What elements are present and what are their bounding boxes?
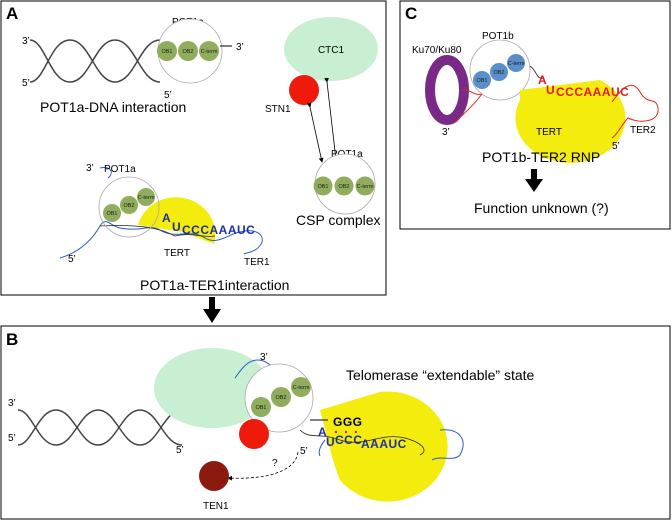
ter1-template-sequence: A U CCCAAAUC xyxy=(162,211,255,237)
seq-a: A xyxy=(162,211,171,225)
ter1-3prime-label: 3’ xyxy=(86,163,94,174)
seq-rest-b: AAAUC xyxy=(361,437,407,451)
stn1-pot1a-arrow xyxy=(306,102,324,163)
cterm-label: C-term xyxy=(138,195,155,201)
ten1-label: TEN1 xyxy=(203,501,229,512)
extendable-state-label: Telomerase “extendable” state xyxy=(346,367,535,383)
pot1a-ter1-label: POT1a xyxy=(104,164,136,175)
ten1-dashed-arrow xyxy=(227,451,299,481)
c-5prime-label: 5’ xyxy=(612,141,620,152)
dna-5prime-right-label: 5’ xyxy=(164,90,172,101)
caption-pot1b-ter2: POT1b-TER2 RNP xyxy=(482,149,600,165)
ob2-label-c: OB2 xyxy=(493,70,504,76)
stn1-shape-b xyxy=(239,419,269,449)
dna-5prime-left-label: 5’ xyxy=(22,78,30,89)
pot1b-domains: OB1 OB2 C-term xyxy=(473,54,525,89)
dna-duplex-b xyxy=(17,409,183,446)
tert-label-c: TERT xyxy=(536,127,562,138)
ter1-5prime-tail-b xyxy=(318,439,326,457)
ter1-template-strand xyxy=(99,225,216,237)
dna-b-5prime-left: 5’ xyxy=(8,433,16,444)
seq-rest: CCCAAAUC xyxy=(182,223,255,237)
ob1-label-b: OB1 xyxy=(255,405,266,411)
panel-c-letter: C xyxy=(405,4,417,23)
panel-b-letter: B xyxy=(6,330,18,349)
ob1-label-c: OB1 xyxy=(476,78,487,84)
panel-b: B 3’ 5’ 5’ 3’ OB1 OB2 C-term GGG A xyxy=(0,325,671,520)
tert-dna-strand-b xyxy=(299,429,425,456)
ter1-3prime-tail xyxy=(99,167,112,179)
panel-a-letter: A xyxy=(6,4,18,23)
ob1-label: OB1 xyxy=(106,211,117,217)
cterm-label: C-term xyxy=(201,49,218,55)
seq-u-c: U xyxy=(546,83,555,97)
dna-3prime-label: 3’ xyxy=(22,36,30,47)
ter1-rna xyxy=(59,221,263,259)
arrow-c-down xyxy=(525,169,543,192)
b-3prime-top: 3’ xyxy=(260,352,268,363)
ku-label: Ku70/Ku80 xyxy=(412,45,462,56)
ob2-label-b: OB2 xyxy=(275,395,286,401)
base-pair-dots xyxy=(334,430,358,434)
dna-b-3prime: 3’ xyxy=(8,398,16,409)
ter2-3prime-link xyxy=(461,89,483,95)
seq-ccc-b: CCC xyxy=(335,433,363,447)
caption-ter1-interaction: POT1a-TER1interaction xyxy=(140,277,289,293)
stn1-label: STN1 xyxy=(265,104,291,115)
tert-label-a: TERT xyxy=(164,248,190,259)
question-mark: ? xyxy=(272,458,278,469)
pot1a-domains-a: OB1 OB2 C-term xyxy=(157,41,219,61)
ob1-label: OB1 xyxy=(161,49,172,55)
ctc1-label: CTC1 xyxy=(318,45,345,56)
cterm-label: C-term xyxy=(357,184,374,190)
ter2-label: TER2 xyxy=(630,125,656,136)
ter2-rna xyxy=(611,84,659,139)
seq-u-b: U xyxy=(326,435,335,449)
seq-ggg: GGG xyxy=(333,415,363,429)
ob2-label: OB2 xyxy=(123,203,134,209)
ctc1-pot1a-arrow xyxy=(324,77,338,161)
ter1-label: TER1 xyxy=(244,257,270,268)
ob-3prime-label: 3’ xyxy=(236,42,244,53)
ten1-shape xyxy=(199,461,229,491)
seq-u: U xyxy=(172,220,181,234)
arrow-a-to-b xyxy=(203,297,221,323)
caption-csp-complex: CSP complex xyxy=(296,212,381,228)
cterm-label-b: C-term xyxy=(293,385,310,391)
cterm-label-c: C-term xyxy=(508,61,525,67)
ob2-label: OB2 xyxy=(182,49,193,55)
c-3prime-label: 3’ xyxy=(442,127,450,138)
pot1b-link xyxy=(529,65,545,79)
seq-rest-c: CCCAAAUC xyxy=(556,85,629,99)
pot1a-ter1-outline xyxy=(98,176,160,238)
ob2-label: OB2 xyxy=(338,184,349,190)
pot1b-label: POT1b xyxy=(482,31,514,42)
ter1-loop-b xyxy=(431,429,464,461)
pot1a-domains-ter1: OB1 OB2 C-term xyxy=(103,188,155,222)
seq-a-c: A xyxy=(538,73,547,87)
pot1a-domains-b: OB1 OB2 C-term xyxy=(251,377,311,417)
tert-shape-c xyxy=(515,80,626,163)
seq-a-b: A xyxy=(318,425,327,439)
dna-b-5prime-right: 5’ xyxy=(176,445,184,456)
caption-dna-interaction: POT1a-DNA interaction xyxy=(40,99,186,115)
function-unknown-label: Function unknown (?) xyxy=(474,200,609,216)
dna-duplex-a xyxy=(29,39,161,83)
ter2-3prime-tail xyxy=(455,93,483,123)
panel-c: C Ku70/Ku80 3’ POT1b OB1 OB2 C-term TERT… xyxy=(399,0,671,230)
tert-shape-a xyxy=(138,197,216,244)
b-5prime-mid: 5’ xyxy=(300,446,308,457)
ctc1-shape-b xyxy=(154,348,270,428)
tert-shape-b xyxy=(320,391,448,502)
ctc1-shape xyxy=(284,17,378,81)
panel-a: A 3’ 5’ 5’ POT1a OB1 OB2 C-term 3’ POT1a… xyxy=(0,0,387,296)
ter1-5prime-label: 5’ xyxy=(68,254,76,265)
pot1a-domains-csp: OB1 OB2 C-term xyxy=(313,176,375,196)
stn1-shape xyxy=(289,75,319,105)
ob1-label: OB1 xyxy=(317,184,328,190)
